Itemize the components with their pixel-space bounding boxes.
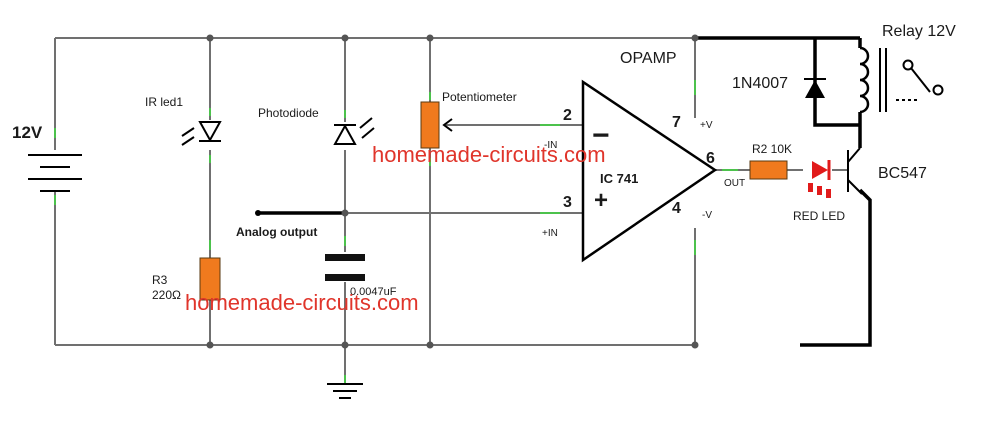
transistor-symbol [847,147,863,195]
noninverting-input-label: +IN [542,228,558,239]
battery-symbol [28,154,82,192]
watermark-text: homemade-circuits.com [185,290,419,315]
junction-dot [691,34,699,42]
opamp-title: OPAMP [620,50,677,67]
capacitor-label: 0.0047uF [350,286,397,298]
r2-label: R2 10K [752,142,792,156]
diode-branch-wire [813,38,860,127]
ir-led-label: IR led1 [145,95,183,109]
junction-dot [691,341,699,349]
relay-contact [932,84,944,96]
junction-dot [341,341,349,349]
pin-stubs [54,80,738,383]
photodiode-label: Photodiode [258,106,319,120]
pin-7-label: 7 [672,114,681,131]
pin-6-label: 6 [706,150,715,167]
diode-label: 1N4007 [732,75,788,92]
red-led-label: RED LED [793,209,845,223]
relay-switch-arm [910,67,931,93]
emission-arrow [181,136,195,146]
transistor-emitter [847,179,863,195]
ic-label: IC 741 [600,171,638,186]
inverting-input-label: -IN [544,140,557,151]
opamp-triangle [581,79,718,263]
r3-resistor [199,257,221,301]
junction-dot [426,341,434,349]
capacitor-plate [325,274,365,281]
relay-coil [859,46,870,114]
noninverting-sign: + [594,187,608,214]
emission-arrow [181,127,195,137]
relay-symbol [859,46,944,114]
red-led-ray [817,186,822,195]
watermark-text: homemade-circuits.com [372,142,606,167]
transistor-label: BC547 [878,165,927,182]
r3-value-label: 220Ω [152,288,181,302]
output-label: OUT [724,178,745,189]
analog-output-terminal [255,210,261,216]
flyback-diode-symbol [804,78,826,98]
photodiode-symbol [333,117,375,145]
wiper-arrow [442,118,453,132]
ground-symbol [327,383,363,399]
junctions [206,34,699,349]
ir-led-triangle [198,121,222,143]
potentiometer-symbol [420,101,453,149]
inverting-sign: − [592,119,610,152]
junction-dot [341,209,349,217]
red-led-symbol [808,160,831,198]
r2-resistor [749,160,788,180]
photodiode-triangle [333,123,357,145]
analog-output-label: Analog output [236,225,317,239]
potentiometer-body [420,101,440,149]
junction-dot [341,34,349,42]
r3-label: R3 [152,273,168,287]
pin-2-label: 2 [563,107,572,124]
relay-contact [902,59,914,71]
positive-supply-label: +V [700,120,713,131]
relay-label: Relay 12V [882,23,956,40]
ir-led-symbol [181,121,222,146]
light-arrow [359,117,373,129]
red-led-ray [808,183,813,192]
red-led-triangle [812,161,828,179]
flyback-diode-triangle [805,80,825,98]
junction-dot [206,34,214,42]
negative-supply-label: -V [702,210,712,221]
opamp-symbol [581,79,718,263]
capacitor-plate [325,254,365,261]
emitter-ground-wire [800,188,872,347]
light-arrow [361,127,375,139]
pin-3-label: 3 [563,194,572,211]
red-led-ray [826,189,831,198]
capacitor-symbol [325,254,365,281]
potentiometer-label: Potentiometer [442,90,517,104]
junction-dot [426,34,434,42]
supply-voltage-label: 12V [12,123,43,142]
pin-4-label: 4 [672,200,681,217]
transistor-collector [847,147,861,163]
junction-dot [206,341,214,349]
